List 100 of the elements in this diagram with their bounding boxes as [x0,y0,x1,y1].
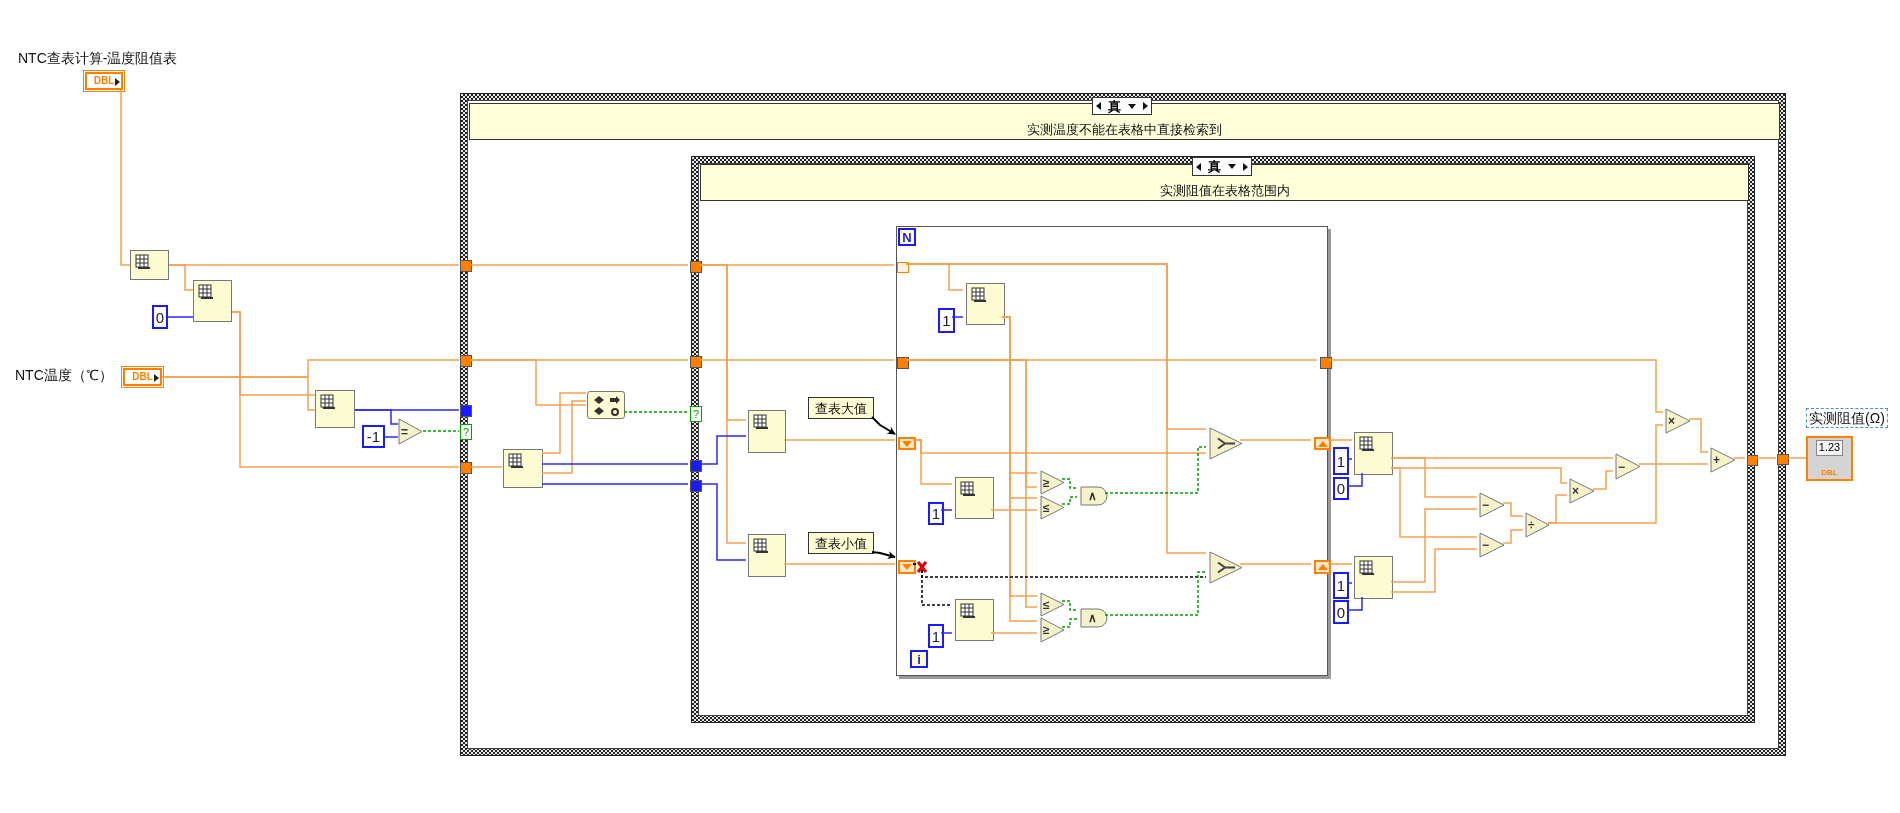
control-terminal [123,368,162,386]
wire [990,632,1038,634]
numeric-constant: -1 [362,425,385,448]
wire [1592,470,1614,490]
function-block [748,534,786,577]
data-type-label: DBL [93,76,115,86]
tunnel [690,261,702,273]
data-type-label: DBL [132,372,153,382]
wire [167,316,194,318]
free-label: 查表小值 [808,532,874,554]
wire [1239,563,1312,565]
operator-symbol: × [1668,413,1675,430]
wire [1061,600,1078,611]
wire [1390,467,1478,538]
wire [161,359,460,378]
wire [470,264,689,266]
operator-symbol: ≥ [1043,474,1050,492]
wire [1104,571,1207,616]
wire [912,563,953,606]
case-selector [1092,97,1152,115]
wire [912,439,953,485]
wire [1638,463,1709,465]
tunnel [690,460,702,472]
free-label: 查表大值 [808,397,874,419]
wire [470,359,587,406]
numeric-constant: 1 [928,624,944,648]
tunnel [1747,455,1758,466]
function-block [503,449,543,488]
wire [905,359,1038,608]
operator-symbol: + [1713,452,1720,469]
numeric-constant: 0 [152,305,168,329]
function-block [193,280,232,322]
operator-symbol: ≥ [1043,622,1050,639]
wire [1733,457,1746,459]
terminal-label: 实测阻值(Ω) [1806,408,1888,428]
operator-symbol: − [1482,537,1489,554]
wire [1390,508,1478,583]
wire [541,400,587,474]
wire [422,430,460,432]
operator-symbol: ∧ [1088,610,1097,627]
function-block [130,250,169,280]
function-block [748,410,786,453]
wire [470,466,503,468]
tunnel [690,480,702,492]
wire [1328,359,1664,413]
wire [1346,472,1363,487]
tunnel [897,357,909,369]
wire [120,89,131,266]
case-structure-frame [460,93,1786,756]
tunnel [460,260,472,272]
leader-arrow [871,416,896,435]
wire [783,439,896,441]
wire [1502,529,1524,544]
operator-symbol: − [1482,497,1489,514]
value-display: 1.23 [1815,440,1844,456]
wire [231,311,460,468]
operator-symbol: ≤ [1043,596,1050,614]
operator-symbol: ∧ [1088,488,1097,505]
wire [1390,548,1478,593]
function-block [315,390,355,428]
wire [699,435,747,465]
operator-symbol: ÷ [1528,517,1535,534]
wire [541,392,587,454]
wire [1547,424,1664,524]
wire [1061,496,1078,505]
leader-arrow [871,551,896,559]
tunnel [460,355,472,367]
tunnel [460,462,472,474]
wire [905,263,1207,554]
wire [940,632,953,634]
operator-symbol: × [1572,483,1579,500]
wire [623,411,689,413]
wire [1104,446,1207,494]
numeric-constant: 0 [1333,477,1349,500]
case-selector-terminal: ? [690,406,702,422]
data-type-label: DBL [1821,469,1838,477]
wire [1239,439,1312,441]
wire [1502,502,1524,517]
wire [1787,457,1807,459]
shift-register-terminal [898,560,916,574]
wire [1061,478,1078,489]
control-terminal [85,72,123,90]
tunnel [690,356,702,368]
numeric-constant: 1 [1333,572,1349,599]
function-block [966,283,1005,325]
wire [1346,596,1363,611]
wire [951,316,964,318]
terminal-label: NTC温度（℃） [15,368,113,382]
operator-symbol: − [1618,458,1625,476]
function-block [1354,432,1393,475]
loop-terminal: i [910,650,928,668]
indicator-terminal [1806,436,1853,481]
wire [1390,457,1478,498]
wire [1327,563,1353,565]
wire [384,436,399,438]
wire [990,509,1038,511]
wire [1346,458,1353,460]
terminal-label: NTC查表计算-温度阻值表 [18,51,178,65]
case-selector [1192,157,1252,176]
wire [699,483,747,561]
